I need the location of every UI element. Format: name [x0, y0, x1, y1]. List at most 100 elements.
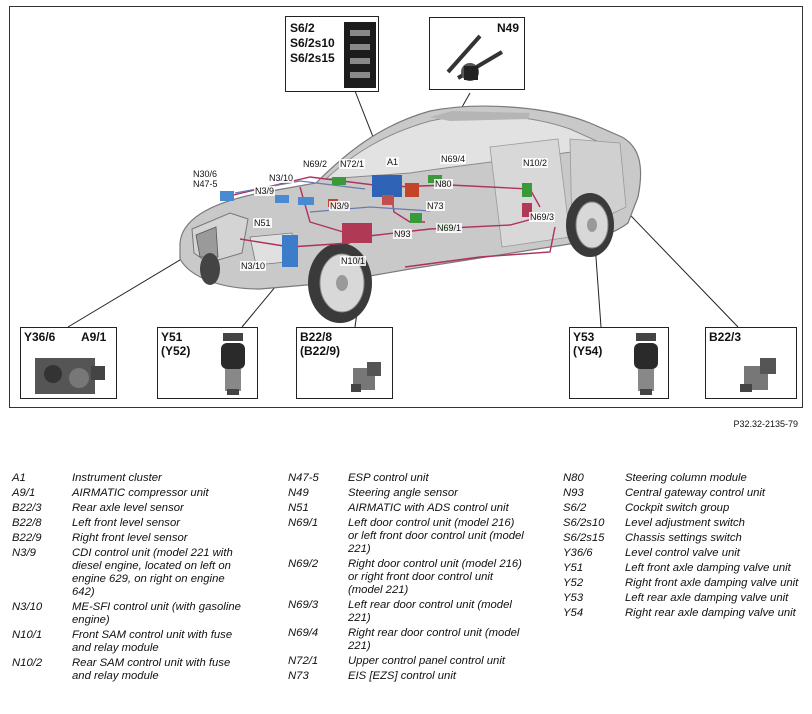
- car-illustration: [67, 90, 739, 328]
- legend-description: EIS [EZS] control unit: [348, 670, 456, 682]
- legend-code: N47-5: [288, 472, 319, 484]
- tag-n3-9-top: N3/9: [254, 186, 276, 196]
- legend-code: Y51: [563, 562, 584, 574]
- legend-description: ESP control unit: [348, 472, 429, 484]
- legend-code: N80: [563, 472, 584, 484]
- tag-n10-2: N10/2: [522, 158, 549, 168]
- callout-b22-3-label: B22/3: [709, 330, 742, 344]
- callout-b22-9-label: (B22/9): [300, 344, 341, 358]
- legend-description: ME-SFI control unit (with gasoline engin…: [72, 601, 241, 626]
- legend-description: Right rear door control unit (model 221): [348, 627, 520, 652]
- legend-row: N10/2 Rear SAM control unit with fuse and…: [12, 657, 244, 683]
- tag-n69-3: N69/3: [529, 212, 556, 222]
- legend-description: Chassis settings switch: [625, 532, 742, 544]
- legend-code: A1: [12, 472, 26, 484]
- legend-row: B22/3 Rear axle level sensor: [12, 502, 244, 515]
- legend-code: N73: [288, 670, 309, 682]
- legend-description: Front SAM control unit with fuse and rel…: [72, 629, 233, 654]
- callout-y36-6-a9-1: Y36/6 A9/1: [20, 327, 117, 399]
- legend-row: N72/1 Upper control panel control unit: [288, 655, 524, 668]
- callout-y52-label: (Y52): [161, 344, 191, 358]
- legend-description: AIRMATIC compressor unit: [72, 487, 209, 499]
- legend-code: N3/10: [12, 601, 43, 613]
- callout-y51-label: Y51: [161, 330, 183, 344]
- legend-description: Right door control unit (model 216) or r…: [348, 558, 522, 596]
- legend-code: B22/9: [12, 532, 42, 544]
- callout-n49: N49: [429, 17, 525, 90]
- legend-row: N3/10 ME-SFI control unit (with gasoline …: [12, 601, 244, 627]
- callout-b22-3: B22/3: [705, 327, 797, 399]
- legend-code: A9/1: [12, 487, 36, 499]
- legend-description: Right front axle damping valve unit: [625, 577, 799, 589]
- callout-y54-label: (Y54): [573, 344, 603, 358]
- vehicle-diagram: S6/2 S6/2s10 S6/2s15 N49 Y36/6 A9/1: [9, 6, 803, 408]
- rear-level-sensor-icon: [740, 358, 776, 392]
- callout-y51-y52: Y51 (Y52): [157, 327, 258, 399]
- callout-b22-8-b22-9: B22/8 (B22/9): [296, 327, 393, 399]
- legend-row: B22/8 Left front level sensor: [12, 517, 244, 530]
- callout-y36-6-label: Y36/6: [24, 330, 56, 344]
- legend-code: N72/1: [288, 655, 319, 667]
- legend-code: Y36/6: [563, 547, 593, 559]
- legend-description: Central gateway control unit: [625, 487, 766, 499]
- compressor-icon: [35, 358, 105, 394]
- callout-n49-label: N49: [496, 21, 519, 35]
- legend-row: S6/2s15 Chassis settings switch: [563, 532, 799, 545]
- legend-code: N69/2: [288, 558, 319, 570]
- legend-code: N93: [563, 487, 584, 499]
- legend-row: Y53 Left rear axle damping valve unit: [563, 592, 799, 605]
- callout-s6-2-label: S6/2: [290, 21, 315, 35]
- legend-row: N73 EIS [EZS] control unit: [288, 670, 524, 683]
- tag-a1: A1: [386, 157, 400, 167]
- legend-code: B22/3: [12, 502, 42, 514]
- tag-n51: N51: [253, 218, 272, 228]
- legend-code: Y54: [563, 607, 584, 619]
- callout-s6-2s10-label: S6/2s10: [290, 36, 335, 50]
- legend-description: Right front level sensor: [72, 532, 188, 544]
- legend-row: Y54 Right rear axle damping valve unit: [563, 607, 799, 620]
- legend-description: Steering column module: [625, 472, 747, 484]
- legend-code: N3/9: [12, 547, 36, 559]
- legend-code: N10/2: [12, 657, 43, 669]
- legend-row: N51 AIRMATIC with ADS control unit: [288, 502, 524, 515]
- legend-code: N51: [288, 502, 309, 514]
- tag-n93: N93: [393, 229, 412, 239]
- legend-description: Steering angle sensor: [348, 487, 458, 499]
- switch-panel-icon: [344, 22, 376, 88]
- legend-description: Right rear axle damping valve unit: [625, 607, 796, 619]
- steering-column-icon: [446, 34, 504, 81]
- legend-description: Left rear axle damping valve unit: [625, 592, 789, 604]
- legend-description: Left front level sensor: [72, 517, 181, 529]
- legend-row: N69/2 Right door control unit (model 216)…: [288, 558, 524, 597]
- legend-description: Upper control panel control unit: [348, 655, 505, 667]
- callout-y53-label: Y53: [573, 330, 595, 344]
- legend-description: Rear axle level sensor: [72, 502, 184, 514]
- tag-n72-1: N72/1: [339, 159, 366, 169]
- legend-description: Rear SAM control unit with fuse and rela…: [72, 657, 231, 682]
- air-strut-icon: [221, 333, 245, 395]
- callout-b22-8-label: B22/8: [300, 330, 333, 344]
- legend-row: Y36/6 Level control valve unit: [563, 547, 799, 560]
- tag-n10-1: N10/1: [340, 256, 367, 266]
- legend-description: Cockpit switch group: [625, 502, 730, 514]
- tag-n80: N80: [434, 179, 453, 189]
- legend-code: Y53: [563, 592, 584, 604]
- legend-description: Left rear door control unit (model 221): [348, 599, 512, 624]
- legend-row: N93 Central gateway control unit: [563, 487, 799, 500]
- legend-code: B22/8: [12, 517, 42, 529]
- legend-code: S6/2s15: [563, 532, 605, 544]
- rear-air-strut-icon: [634, 333, 658, 395]
- tag-n3-9: N3/9: [329, 201, 351, 211]
- legend-description: AIRMATIC with ADS control unit: [348, 502, 509, 514]
- legend-description: Level control valve unit: [625, 547, 740, 559]
- callout-a9-1-label: A9/1: [81, 330, 107, 344]
